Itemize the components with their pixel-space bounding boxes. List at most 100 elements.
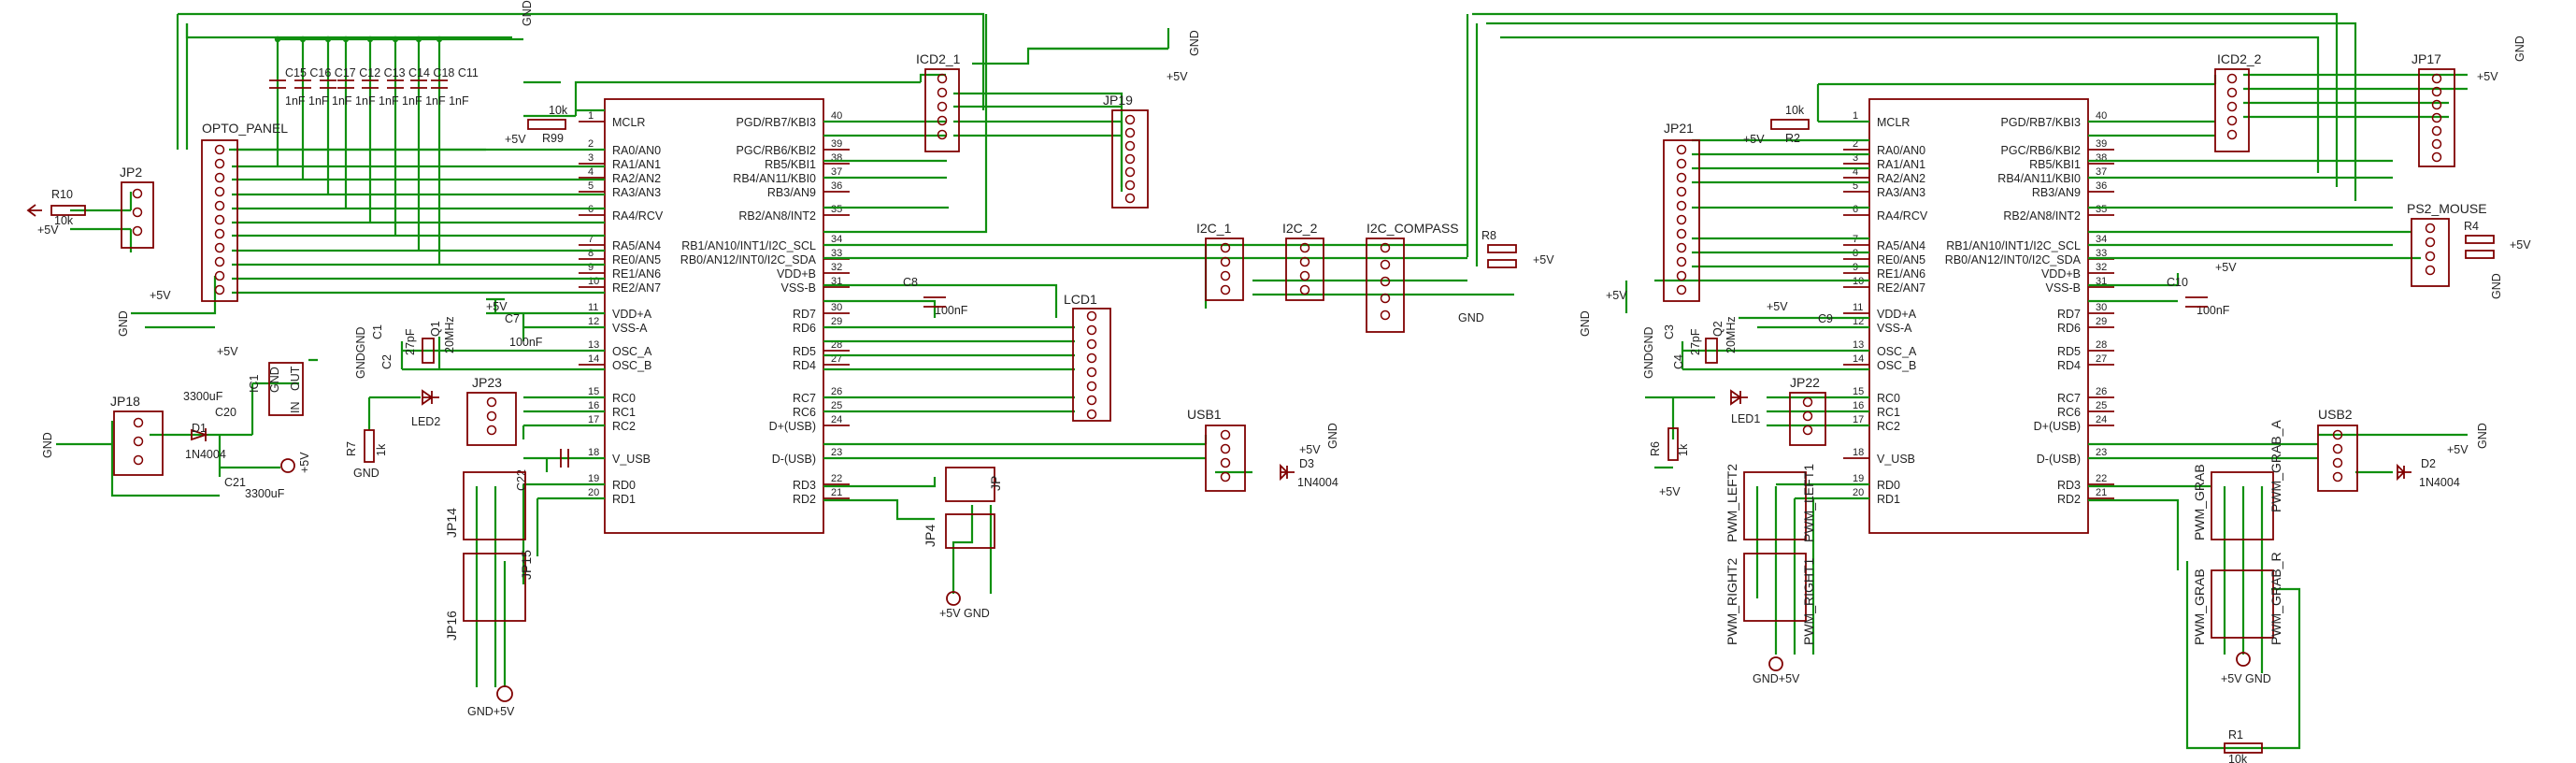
mcu-pin-number: 28 (2096, 339, 2107, 351)
mcu-pin-label: RA5/AN4 (612, 239, 661, 252)
mcu-pin-number: 32 (831, 262, 842, 273)
jp-header (945, 467, 995, 502)
header-pin (1802, 410, 1813, 422)
mcu-pin-label: RD2 (793, 493, 816, 506)
header-pin (1802, 396, 1813, 408)
jp23-header (466, 392, 517, 446)
crystal-q2 (1705, 338, 1718, 364)
mcu-pin-label: RD3 (2057, 479, 2081, 492)
gnd-label: GNDGND (1642, 326, 1655, 379)
mcu-pin-label: RB0/AN12/INT0/I2C_SDA (680, 253, 817, 266)
vcc-label: +5V (1743, 133, 1765, 146)
header-pin (1380, 259, 1391, 270)
mcu-pin-label: RB0/AN12/INT0/I2C_SDA (1945, 253, 2082, 266)
header-pin (1380, 310, 1391, 321)
jp14-header (463, 471, 526, 540)
pwm-left-header (1743, 471, 1807, 540)
mcu-pin-label: RA2/AN2 (612, 172, 661, 185)
mcu-pin-number: 26 (2096, 386, 2107, 397)
r7-value: 1k (375, 443, 388, 456)
mcu-pin-number: 9 (588, 262, 594, 273)
c21-value: 3300uF (245, 487, 285, 500)
header-pin (1086, 353, 1097, 364)
c7-value: 100nF (509, 336, 543, 349)
header-pin (1380, 242, 1391, 253)
header-pin (1220, 457, 1231, 468)
mcu-pin-number: 24 (2096, 414, 2107, 425)
junction-dot (324, 36, 332, 43)
header-pin (132, 207, 143, 218)
header-pin (2431, 99, 2442, 110)
mcu-pin-label: VSS-A (612, 322, 648, 335)
mcu-pin-label: RC0 (1877, 392, 1900, 405)
mcu-pin-number: 20 (1853, 487, 1864, 498)
mcu-pin-label: RE0/AN5 (1877, 253, 1925, 266)
header-pin (214, 256, 225, 267)
ic1-out-label: OUT (289, 366, 302, 391)
mcu-pin-number: 30 (2096, 302, 2107, 313)
jp17-label: JP17 (2411, 51, 2441, 66)
jp19-label: JP19 (1103, 93, 1133, 108)
mcu-pin-number: 5 (1853, 180, 1858, 192)
mcu-pin-label: MCLR (1877, 116, 1910, 129)
c20-label: C20 (215, 406, 236, 419)
q2-label: Q2 (1711, 321, 1724, 337)
ic1-label: IC1 (248, 375, 261, 394)
mcu-pin-label: RD7 (793, 308, 816, 321)
vcc-gnd-label: +5V GND (2221, 672, 2271, 685)
gnd-label: GND (2490, 273, 2503, 299)
header-pin (1124, 166, 1136, 178)
header-pin (1086, 367, 1097, 378)
header-pin (214, 172, 225, 183)
mcu-pin-number: 26 (831, 386, 842, 397)
i2c-2-header (1285, 238, 1324, 301)
icd2-1-header (924, 68, 960, 152)
mcu-pin-number: 18 (588, 447, 599, 458)
mcu-pin-number: 2 (1853, 138, 1858, 150)
jp2-header (121, 181, 154, 249)
header-pin (2226, 101, 2238, 112)
header-pin (1676, 200, 1687, 211)
mcu-pin-number: 33 (2096, 248, 2107, 259)
crystal-q1 (422, 338, 435, 364)
header-pin (1220, 284, 1231, 295)
mcu-pin-number: 36 (2096, 180, 2107, 192)
mcu-pin-number: 23 (831, 447, 842, 458)
mcu-pin-label: RD6 (793, 322, 816, 335)
c20-value: 3300uF (183, 390, 223, 403)
mcu-pin-number: 1 (588, 110, 594, 122)
header-pin (1124, 140, 1136, 151)
header-pin (2431, 125, 2442, 137)
mcu-pin-label: RC0 (612, 392, 636, 405)
mcu-pin-label: RB5/KBI1 (2029, 158, 2081, 171)
usb1-label: USB1 (1187, 407, 1222, 422)
resistor-r9 (1487, 259, 1517, 268)
r2-label: R2 (1785, 132, 1800, 145)
mcu-pin-number: 16 (588, 400, 599, 411)
d3-label: D3 (1299, 457, 1314, 470)
mcu-pin-label: RE2/AN7 (1877, 281, 1925, 295)
c2-label: C2 (380, 354, 394, 369)
mcu-pin-label: OSC_A (612, 345, 652, 358)
resistor-r6 (1667, 427, 1679, 461)
mcu-pin-number: 11 (588, 302, 598, 313)
mcu-pin-label: RB1/AN10/INT1/I2C_SCL (681, 239, 816, 252)
mcu-pin-label: RD4 (793, 359, 816, 372)
resistor-r8 (1487, 244, 1517, 253)
mcu-pin-number: 14 (1853, 353, 1864, 365)
mcu-pin-label: RB4/AN11/KBI0 (1997, 172, 2081, 185)
pwm-right1-label: PWM_RIGHT1 (1801, 557, 1816, 645)
mcu-pin-number: 1 (1853, 110, 1858, 122)
r99-label: R99 (542, 132, 564, 145)
q1-value: 20MHz (443, 316, 456, 353)
i2c-compass-label: I2C_COMPASS (1367, 221, 1459, 236)
header-pin (1299, 256, 1310, 267)
mcu-pin-label: RB3/AN9 (767, 186, 816, 199)
mcu-pin-number: 32 (2096, 262, 2107, 273)
mcu-pin-label: RA1/AN1 (1877, 158, 1925, 171)
mcu-pin-number: 11 (1853, 302, 1863, 313)
vcc-label: +5V (217, 345, 238, 358)
jp18-header (113, 410, 164, 476)
c3-label: C3 (1663, 324, 1676, 339)
jp2-label: JP2 (120, 165, 142, 180)
